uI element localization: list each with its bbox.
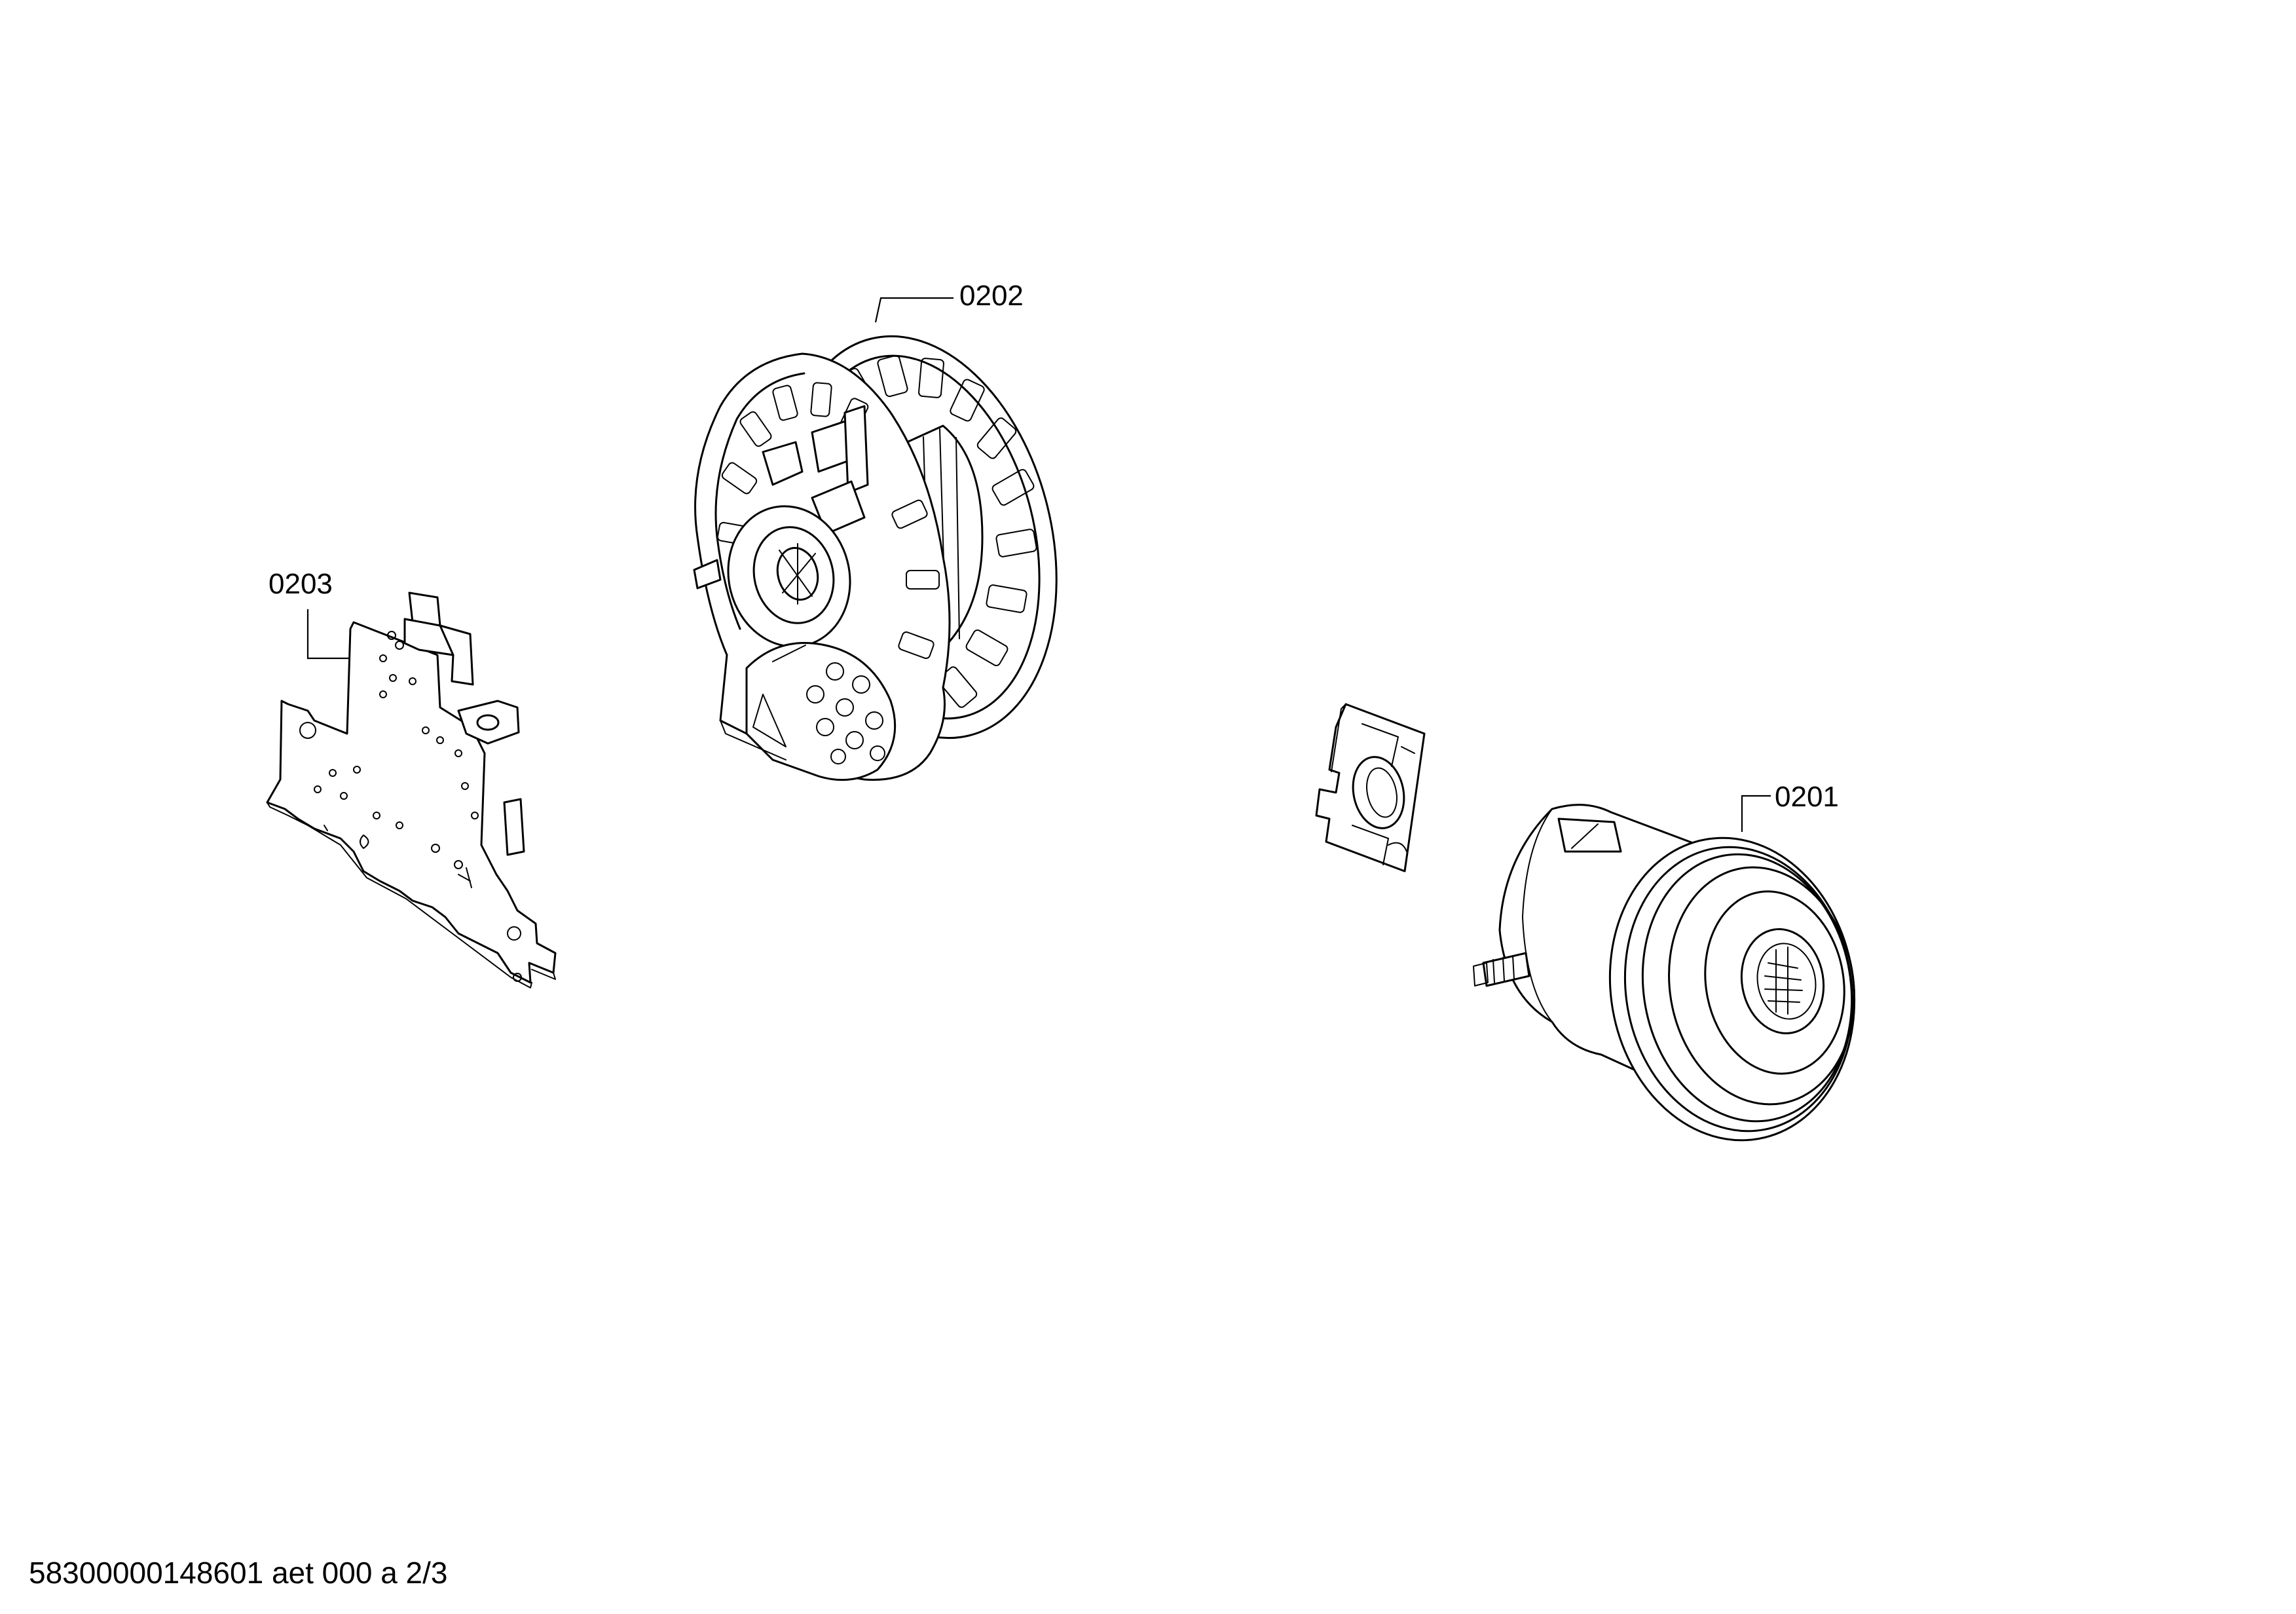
part-label-0203: 0203 bbox=[268, 568, 333, 600]
document-id: 58300000148601 aet 000 a 2/3 bbox=[29, 1556, 448, 1590]
part-0201-motor[interactable] bbox=[1473, 804, 1878, 1160]
leader-0201 bbox=[1741, 795, 1771, 832]
part-0202-cable-reel[interactable] bbox=[693, 307, 1097, 781]
part-clip[interactable] bbox=[1315, 703, 1426, 873]
part-label-0202: 0202 bbox=[959, 280, 1024, 312]
leader-0203 bbox=[306, 609, 348, 660]
part-0203-circuit-board[interactable] bbox=[266, 591, 557, 988]
leader-0202 bbox=[874, 297, 954, 323]
part-label-0201: 0201 bbox=[1775, 781, 1839, 813]
